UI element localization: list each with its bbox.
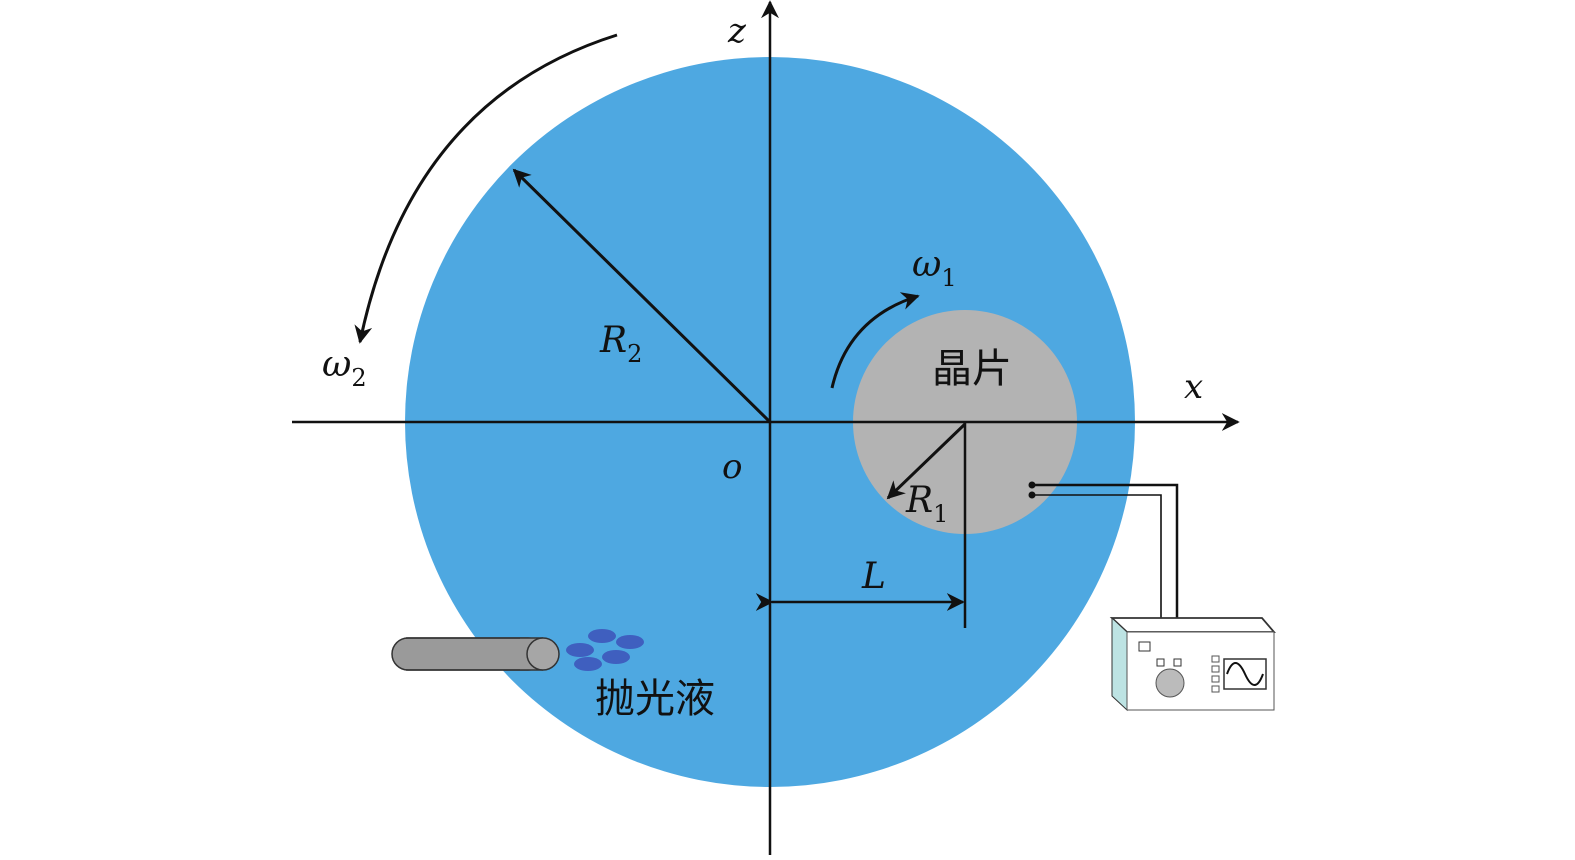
oscilloscope-knob <box>1155 668 1185 698</box>
wafer-omega-label: ω1 <box>912 244 957 292</box>
wafer-radius-label: R1 <box>905 480 948 528</box>
slurry-droplets <box>566 629 644 671</box>
pad-rotation-arrow <box>354 33 618 344</box>
oscilloscope <box>1109 616 1276 712</box>
sensor-wire-outer <box>1032 483 1179 662</box>
pad-radius-arrow <box>512 168 772 424</box>
wafer-rotation-arrow <box>830 292 920 389</box>
sine-wave-icon <box>1226 662 1264 686</box>
wafer-radius-arrow <box>886 422 967 500</box>
x-axis-label: x <box>1184 367 1203 407</box>
pad-omega-label: ω2 <box>322 344 367 392</box>
sensor-wire-inner <box>1032 494 1162 662</box>
slurry-label: 抛光液 <box>595 676 715 722</box>
slurry-nozzle <box>391 637 560 671</box>
offset-label: L <box>861 556 886 597</box>
pad-radius-label: R2 <box>599 320 642 368</box>
z-axis-label: z <box>727 11 747 51</box>
origin-label: o <box>722 447 742 487</box>
wafer-label: 晶片 <box>932 346 1012 392</box>
